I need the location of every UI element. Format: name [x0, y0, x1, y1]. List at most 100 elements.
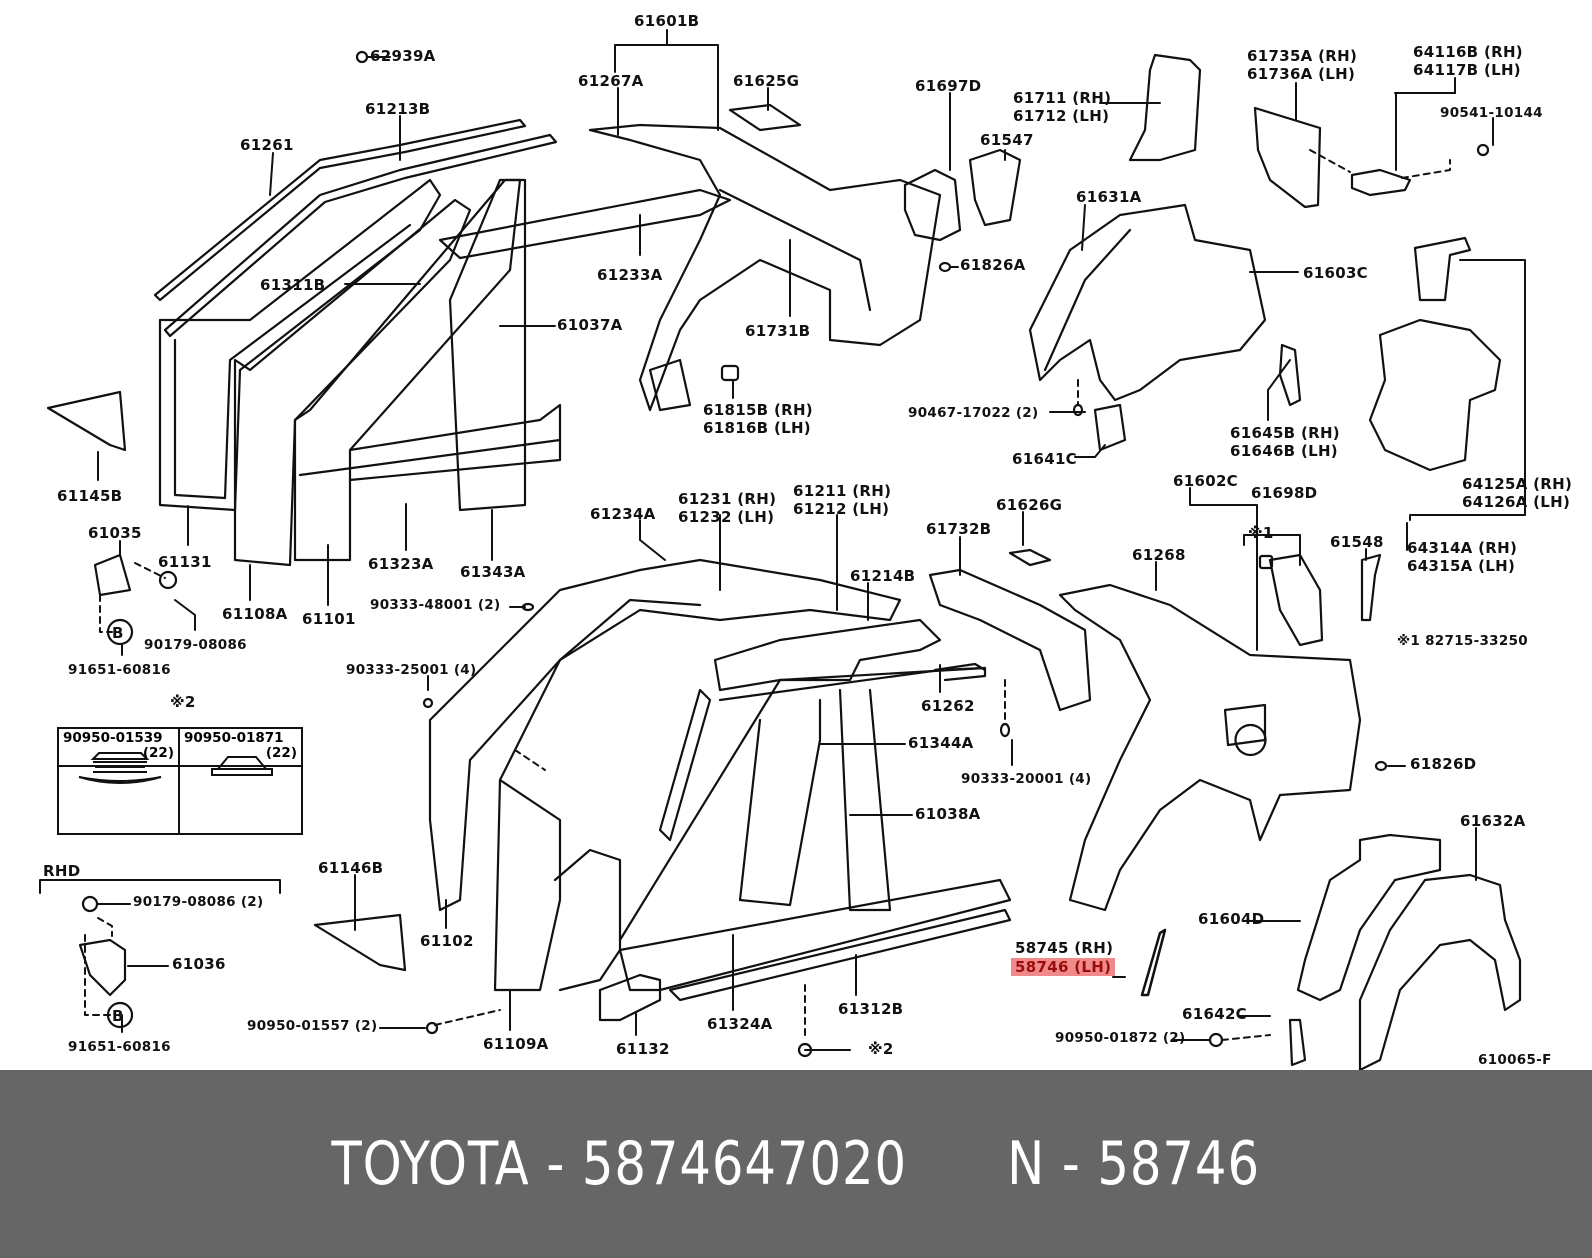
part-number-text: 61323A: [368, 555, 434, 573]
part-label-61035[interactable]: 61035: [88, 524, 142, 542]
part-number-text: 61815B (RH): [703, 401, 813, 419]
part-label-61145B[interactable]: 61145B: [57, 487, 122, 505]
part-label-58745[interactable]: 58745 (RH): [1015, 939, 1113, 957]
part-label-61323A[interactable]: 61323A: [368, 555, 434, 573]
highlighted-part-label[interactable]: 58746 (LH): [1011, 958, 1116, 976]
part-number-text: 61267A: [578, 72, 644, 90]
legend-part-number: 90950-01871: [184, 730, 284, 746]
part-label-61102[interactable]: 61102: [420, 932, 474, 950]
part-label-61311B[interactable]: 61311B: [260, 276, 325, 294]
part-label-90541-10144[interactable]: 90541-10144: [1440, 104, 1543, 122]
part-label-61344A[interactable]: 61344A: [908, 734, 974, 752]
part-label-61731B[interactable]: 61731B: [745, 322, 810, 340]
part-label-90950-01557[interactable]: 90950-01557 (2): [247, 1017, 377, 1035]
part-label-90467-17022[interactable]: 90467-17022 (2): [908, 404, 1038, 422]
part-label-61826A[interactable]: 61826A: [960, 256, 1026, 274]
part-number-text: 61642C: [1182, 1005, 1247, 1023]
part-number-banner: TOYOTA - 5874647020 N - 58746: [0, 1070, 1592, 1258]
part-label-90950-01872[interactable]: 90950-01872 (2): [1055, 1029, 1185, 1047]
part-number-text: ※1 82715-33250: [1397, 633, 1528, 649]
part-label-61131[interactable]: 61131: [158, 553, 212, 571]
part-label-61603C[interactable]: 61603C: [1303, 264, 1368, 282]
part-label-61604D[interactable]: 61604D: [1198, 910, 1264, 928]
part-label-64314A[interactable]: 64314A (RH)64315A (LH): [1407, 539, 1517, 575]
part-number-text: 61698D: [1251, 484, 1318, 502]
part-label-61324A[interactable]: 61324A: [707, 1015, 773, 1033]
part-number-text: 61036: [172, 955, 226, 973]
part-label-61146B[interactable]: 61146B: [318, 859, 383, 877]
legend-cell-1: 90950-01539 (22): [59, 729, 180, 833]
part-label-61211[interactable]: 61211 (RH)61212 (LH): [793, 482, 891, 518]
part-label-61697D[interactable]: 61697D: [915, 77, 981, 95]
part-label-61625G[interactable]: 61625G: [733, 72, 799, 90]
bolt-marker-b: B: [112, 624, 123, 642]
part-number-text-lh: 61736A (LH): [1247, 65, 1356, 83]
part-label-61548[interactable]: 61548: [1330, 533, 1384, 551]
part-label-61547[interactable]: 61547: [980, 131, 1034, 149]
part-number-text: 61038A: [915, 805, 981, 823]
part-label-90179-08086-2[interactable]: 90179-08086 (2): [133, 893, 263, 911]
part-label-61233A[interactable]: 61233A: [597, 266, 663, 284]
part-label-61602C[interactable]: 61602C: [1173, 472, 1238, 490]
part-label-61735A[interactable]: 61735A (RH)61736A (LH): [1247, 47, 1357, 83]
part-number-text: 62939A: [370, 47, 436, 65]
part-number-text: 61102: [420, 932, 474, 950]
part-label-61815B[interactable]: 61815B (RH)61816B (LH): [703, 401, 813, 437]
part-label-61312B[interactable]: 61312B: [838, 1000, 903, 1018]
part-label-61101[interactable]: 61101: [302, 610, 356, 628]
brand-name: TOYOTA: [331, 1129, 530, 1199]
part-label-61132[interactable]: 61132: [616, 1040, 670, 1058]
part-label-61038A[interactable]: 61038A: [915, 805, 981, 823]
part-label-61267A[interactable]: 61267A: [578, 72, 644, 90]
part-label-61037A[interactable]: 61037A: [557, 316, 623, 334]
part-label-61641C[interactable]: 61641C: [1012, 450, 1077, 468]
part-number-text-lh: 64315A (LH): [1407, 557, 1516, 575]
part-label-90333-20001[interactable]: 90333-20001 (4): [961, 770, 1091, 788]
part-label-61213B[interactable]: 61213B: [365, 100, 430, 118]
part-label-91651-60816-a[interactable]: 91651-60816: [68, 661, 171, 679]
part-label-61698D[interactable]: 61698D: [1251, 484, 1317, 502]
part-label-61632A[interactable]: 61632A: [1460, 812, 1526, 830]
part-label-61231[interactable]: 61231 (RH)61232 (LH): [678, 490, 776, 526]
part-label-64125A[interactable]: 64125A (RH)64126A (LH): [1462, 475, 1572, 511]
part-label-star2-ref[interactable]: ※2: [868, 1040, 894, 1058]
part-number-text-lh: 61212 (LH): [793, 500, 890, 518]
part-number-text: 61231 (RH): [678, 490, 777, 508]
part-label-90333-25001[interactable]: 90333-25001 (4): [346, 661, 476, 679]
part-label-61631A[interactable]: 61631A: [1076, 188, 1142, 206]
part-label-61642C[interactable]: 61642C: [1182, 1005, 1247, 1023]
part-label-star1[interactable]: ※1: [1248, 524, 1274, 542]
part-label-61036[interactable]: 61036: [172, 955, 226, 973]
part-label-61109A[interactable]: 61109A: [483, 1035, 549, 1053]
part-number-text: 61146B: [318, 859, 384, 877]
part-label-61214B[interactable]: 61214B: [850, 567, 915, 585]
part-label-61261[interactable]: 61261: [240, 136, 294, 154]
part-label-61826D[interactable]: 61826D: [1410, 755, 1476, 773]
part-label-61343A[interactable]: 61343A: [460, 563, 526, 581]
part-label-61732B[interactable]: 61732B: [926, 520, 991, 538]
part-label-62939A[interactable]: 62939A: [370, 47, 436, 65]
part-label-61645B[interactable]: 61645B (RH)61646B (LH): [1230, 424, 1340, 460]
part-label-61108A[interactable]: 61108A: [222, 605, 288, 623]
part-number-text: 61631A: [1076, 188, 1142, 206]
part-label-90333-48001[interactable]: 90333-48001 (2): [370, 596, 500, 614]
part-number-text: 61641C: [1012, 450, 1077, 468]
flat-grommet-icon: [211, 756, 273, 776]
part-number-text-lh: 61816B (LH): [703, 419, 811, 437]
part-label-61601B[interactable]: 61601B: [634, 12, 699, 30]
fastener-legend-table: 90950-01539 (22) 90950-01871 (22): [57, 727, 303, 835]
part-label-star2-title[interactable]: ※2: [170, 693, 196, 711]
part-label-91651-60816-b[interactable]: 91651-60816: [68, 1038, 171, 1056]
part-label-90179-08086[interactable]: 90179-08086: [144, 636, 247, 654]
part-number-text: 61211 (RH): [793, 482, 892, 500]
part-number-text: 61037A: [557, 316, 623, 334]
part-label-61711[interactable]: 61711 (RH)61712 (LH): [1013, 89, 1111, 125]
part-label-61626G[interactable]: 61626G: [996, 496, 1062, 514]
part-label-61262[interactable]: 61262: [921, 697, 975, 715]
part-label-star1-note[interactable]: ※1 82715-33250: [1397, 632, 1528, 650]
part-label-64116B[interactable]: 64116B (RH)64117B (LH): [1413, 43, 1523, 79]
part-label-61234A[interactable]: 61234A: [590, 505, 656, 523]
part-label-61268[interactable]: 61268: [1132, 546, 1186, 564]
part-label-RHD[interactable]: RHD: [43, 862, 80, 880]
